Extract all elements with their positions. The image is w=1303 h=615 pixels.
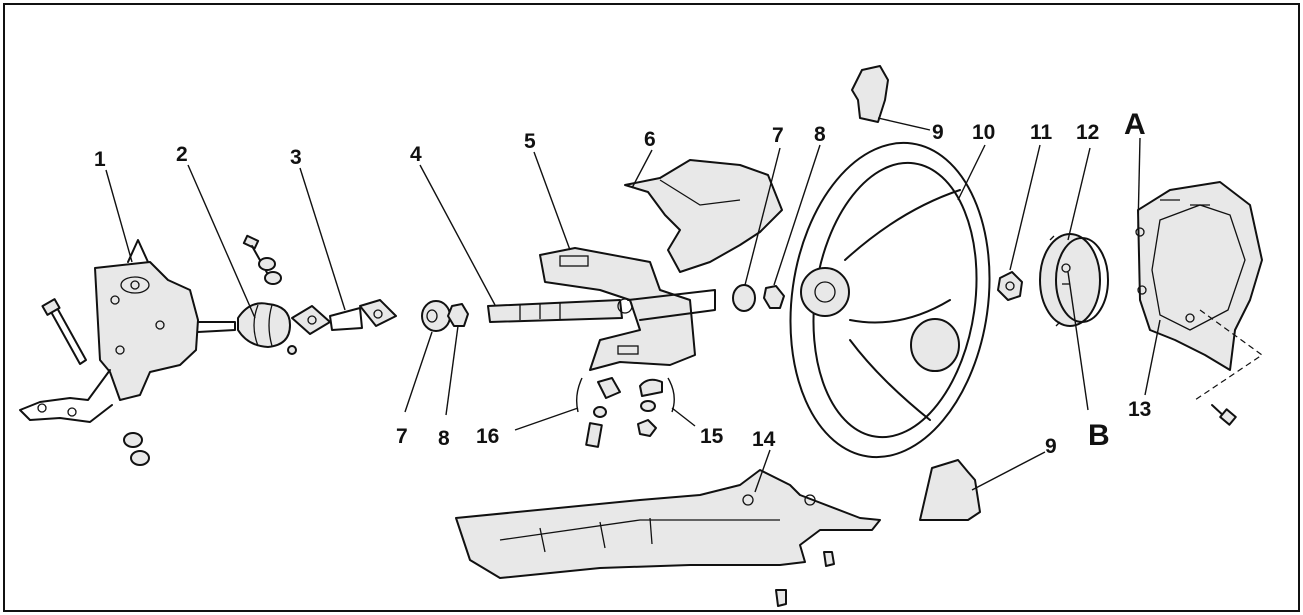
callout-2: 2 [176, 143, 188, 166]
callout-A: A [1124, 108, 1146, 141]
universal-joint-shaft [291, 299, 397, 335]
callout-1: 1 [94, 148, 106, 171]
bushing-upper [732, 284, 756, 312]
leader-lines [105, 117, 1161, 493]
airbag-module [1135, 181, 1263, 371]
callout-3: 3 [290, 146, 302, 169]
trim-piece-lower [919, 459, 981, 521]
callout-15: 15 [700, 425, 724, 448]
callout-10: 10 [972, 121, 995, 144]
switch-assembly-16 [585, 377, 621, 448]
callout-13: 13 [1128, 398, 1151, 421]
callout-12: 12 [1076, 121, 1099, 144]
callout-B: B [1088, 419, 1110, 452]
switch-assembly-15 [637, 378, 663, 437]
lower-column-cover [455, 469, 881, 579]
upper-column-cover [624, 159, 783, 273]
steering-wheel-nut [997, 271, 1023, 301]
bolt-guide-line [1194, 309, 1264, 401]
nut-upper [763, 285, 785, 309]
nut-lower [447, 303, 469, 327]
callout-7-upper: 7 [772, 124, 784, 147]
callout-labels: 1 2 3 4 5 6 7 8 7 8 9 10 11 12 A B 13 14… [94, 108, 1151, 458]
bolt-long [41, 298, 87, 365]
callout-7-lower: 7 [396, 425, 408, 448]
rubber-boot [237, 302, 291, 348]
bolt-and-nuts-upper [242, 234, 297, 355]
callout-8-lower: 8 [438, 427, 450, 450]
callout-5: 5 [524, 130, 536, 153]
callout-14: 14 [752, 428, 776, 451]
callout-11: 11 [1030, 121, 1053, 144]
callout-9-lower: 9 [1045, 435, 1057, 458]
callout-4: 4 [410, 143, 422, 166]
callout-6: 6 [644, 128, 656, 151]
trim-piece-upper [851, 65, 889, 123]
bushing-lower [421, 300, 451, 332]
screws-lower [775, 551, 835, 607]
callout-16: 16 [476, 425, 499, 448]
airbag-bolt [1211, 404, 1237, 426]
steering-gearbox [19, 239, 236, 423]
nuts-lower-left [123, 432, 150, 466]
column-bracket [539, 247, 716, 371]
bracket-16 [575, 377, 583, 413]
steering-shaft [487, 299, 623, 323]
callout-9-upper: 9 [932, 121, 944, 144]
steering-wheel [789, 141, 991, 459]
callout-8-upper: 8 [814, 123, 826, 146]
